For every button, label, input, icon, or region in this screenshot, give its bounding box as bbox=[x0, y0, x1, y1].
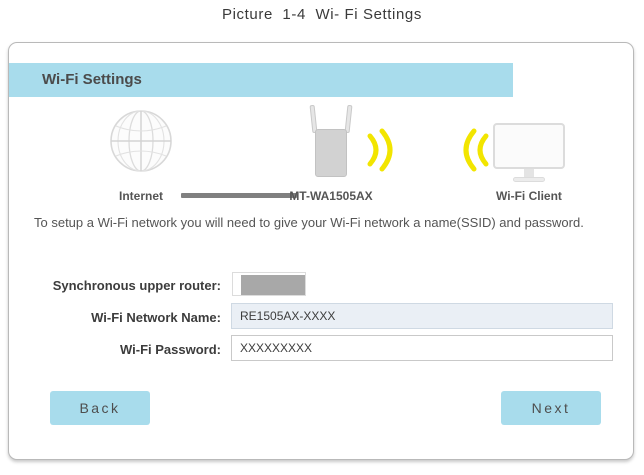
form-row-synchronous-router: Synchronous upper router: bbox=[9, 271, 633, 303]
network-name-input[interactable]: RE1505AX-XXXX bbox=[231, 303, 613, 329]
password-input[interactable]: XXXXXXXXX bbox=[231, 335, 613, 361]
monitor-base bbox=[513, 177, 545, 182]
network-topology-diagram: Internet MT-WA1505AX Wi-Fi Client bbox=[9, 104, 633, 247]
monitor-neck bbox=[524, 169, 534, 177]
redacted-value-bar bbox=[241, 275, 305, 295]
figure-caption: Picture 1-4 Wi- Fi Settings bbox=[222, 6, 422, 23]
label-network-name: Wi-Fi Network Name: bbox=[91, 310, 221, 325]
globe-icon bbox=[109, 109, 173, 173]
form-row-password: Wi-Fi Password: XXXXXXXXX bbox=[9, 335, 633, 367]
repeater-body bbox=[315, 129, 347, 177]
synchronous-router-field[interactable] bbox=[232, 272, 306, 296]
wifi-settings-form: Synchronous upper router: Wi-Fi Network … bbox=[9, 271, 633, 367]
card-title-bar: Wi-Fi Settings bbox=[9, 63, 513, 97]
page-title: Wi-Fi Settings bbox=[42, 71, 142, 88]
back-button[interactable]: Back bbox=[50, 391, 150, 425]
label-synchronous-router: Synchronous upper router: bbox=[52, 278, 221, 293]
monitor-icon bbox=[493, 123, 565, 185]
form-row-network-name: Wi-Fi Network Name: RE1505AX-XXXX bbox=[9, 303, 633, 335]
next-button[interactable]: Next bbox=[501, 391, 601, 425]
wifi-settings-card: Wi-Fi Settings bbox=[8, 42, 634, 460]
monitor-screen bbox=[493, 123, 565, 169]
diagram-label-repeater: MT-WA1505AX bbox=[289, 189, 373, 203]
setup-description: To setup a Wi-Fi network you will need t… bbox=[34, 215, 584, 230]
wifi-signal-icon-right bbox=[365, 127, 399, 173]
wired-link-line bbox=[181, 193, 297, 198]
label-password: Wi-Fi Password: bbox=[119, 342, 221, 357]
diagram-label-internet: Internet bbox=[118, 189, 163, 203]
wifi-signal-icon-left bbox=[457, 127, 491, 173]
diagram-label-client: Wi-Fi Client bbox=[496, 189, 562, 203]
repeater-icon bbox=[303, 104, 359, 177]
